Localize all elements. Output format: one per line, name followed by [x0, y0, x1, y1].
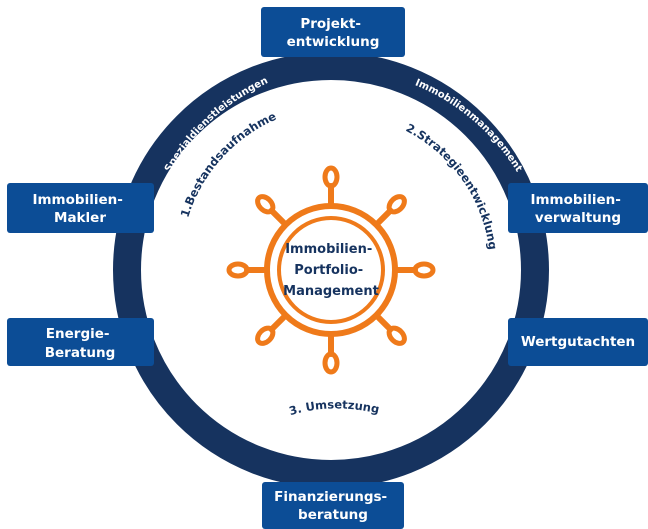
center-title-line-1: Immobilien- — [285, 242, 372, 257]
svg-text:Immobilien- verwaltung: Immobilien- verwaltung — [530, 192, 625, 226]
step-3-label: 3. Umsetzung — [287, 397, 380, 418]
ship-wheel-icon — [226, 165, 436, 375]
wheel-spoke — [268, 314, 287, 333]
svg-text:Immobilien- Makler: Immobilien- Makler — [32, 192, 127, 226]
service-box-energieberatung[interactable]: Energie- Beratung — [7, 318, 154, 366]
wheel-handle — [255, 325, 276, 346]
center-title-line-2: Portfolio- — [294, 263, 363, 278]
wheel-handle — [255, 194, 276, 215]
wheel-handle — [322, 351, 340, 375]
service-box-finanzierungsberatung[interactable]: Finanzierungs- beratung — [262, 482, 404, 529]
svg-text:Projekt- entwicklung: Projekt- entwicklung — [287, 16, 380, 50]
wheel-spoke — [268, 207, 287, 226]
wheel-handle — [412, 261, 436, 279]
service-box-projektentwicklung[interactable]: Projekt- entwicklung — [261, 7, 405, 57]
wheel-spoke — [375, 207, 394, 226]
service-box-immobilienmakler[interactable]: Immobilien- Makler — [7, 183, 154, 233]
service-box-wertgutachten[interactable]: Wertgutachten — [508, 318, 648, 366]
svg-text:Wertgutachten: Wertgutachten — [521, 334, 635, 350]
svg-text:Energie- Beratung: Energie- Beratung — [45, 326, 116, 361]
svg-text:Finanzierungs- beratung: Finanzierungs- beratung — [274, 489, 392, 523]
outer-ring — [113, 52, 549, 488]
center-title: Immobilien- Portfolio- Management — [283, 242, 379, 299]
wheel-handle — [386, 194, 407, 215]
service-box-immobilienverwaltung[interactable]: Immobilien- verwaltung — [508, 183, 648, 233]
wheel-handle — [386, 325, 407, 346]
wheel-handle — [322, 165, 340, 189]
center-title-line-3: Management — [283, 284, 379, 299]
wheel-handle — [226, 261, 250, 279]
wheel-spoke — [375, 314, 394, 333]
